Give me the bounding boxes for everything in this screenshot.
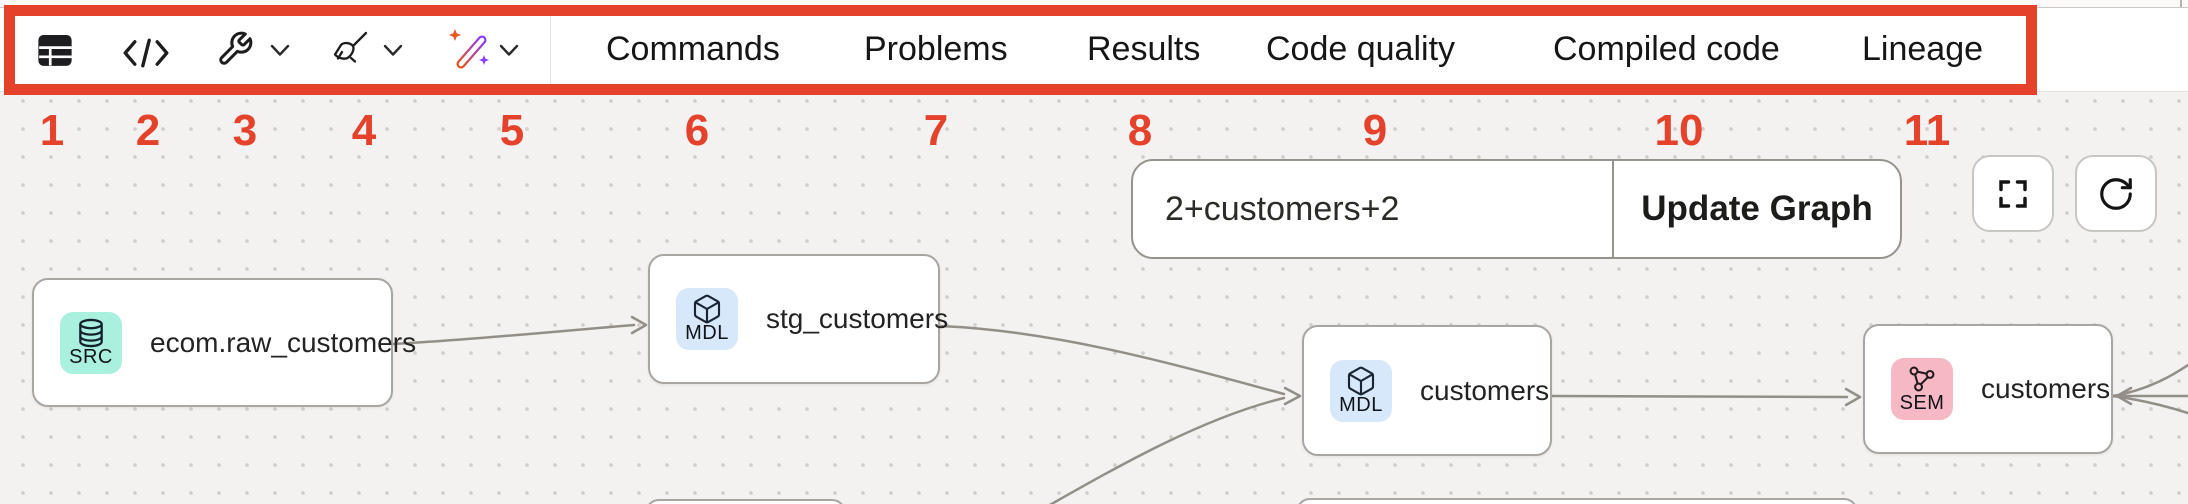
node-label: ecom.raw_customers xyxy=(150,326,417,358)
lineage-node-partial[interactable] xyxy=(1296,498,1858,504)
refresh-button[interactable] xyxy=(2075,155,2157,232)
network-icon xyxy=(1909,366,1935,392)
annotation-number: 10 xyxy=(1654,106,1704,155)
lineage-node-stg-customers[interactable]: MDL stg_customers xyxy=(648,254,948,384)
broom-icon[interactable] xyxy=(330,29,370,71)
node-type-badge: MDL xyxy=(1330,359,1392,422)
tab-compiled-code[interactable]: Compiled code xyxy=(1553,30,1780,68)
node-label: stg_customers xyxy=(766,303,949,334)
database-icon xyxy=(79,318,103,347)
fullscreen-button[interactable] xyxy=(1972,155,2054,232)
node-type-label: SRC xyxy=(69,345,113,368)
tab-lineage[interactable]: Lineage xyxy=(1862,30,1984,68)
tab-results[interactable]: Results xyxy=(1087,30,1201,68)
lineage-node-customers-semantic[interactable]: SEM customers xyxy=(1863,324,2113,454)
chevron-down-icon[interactable] xyxy=(498,43,520,58)
annotation-number: 8 xyxy=(1127,106,1153,155)
cube-icon xyxy=(1347,366,1375,395)
window-top-strip xyxy=(0,0,2188,8)
editor-toolbar: Commands Problems Results Code quality C… xyxy=(0,8,2188,92)
graph-filter-control: 2+customers+2 Update Graph xyxy=(1131,159,1902,259)
node-type-label: MDL xyxy=(685,322,729,344)
wrench-icon[interactable] xyxy=(216,30,254,68)
chevron-down-icon[interactable] xyxy=(382,43,404,58)
tab-code-quality[interactable]: Code quality xyxy=(1266,30,1456,68)
lineage-node-partial[interactable] xyxy=(645,499,846,504)
panel-divider xyxy=(2180,0,2182,7)
annotation-number: 6 xyxy=(684,106,710,155)
node-type-badge: SEM xyxy=(1891,358,1953,420)
update-graph-button[interactable]: Update Graph xyxy=(1641,189,1873,228)
lineage-node-source[interactable]: SRC ecom.raw_customers xyxy=(32,278,416,407)
magic-wand-icon[interactable] xyxy=(448,28,494,72)
annotation-number: 7 xyxy=(923,106,949,155)
annotation-number: 4 xyxy=(351,106,377,155)
lineage-node-customers-model[interactable]: MDL customers xyxy=(1302,325,1552,456)
node-label: customers xyxy=(1420,374,1550,406)
chevron-down-icon[interactable] xyxy=(269,43,291,58)
node-type-label: SEM xyxy=(1899,392,1945,414)
annotation-number: 3 xyxy=(232,106,258,155)
annotation-number: 2 xyxy=(135,106,161,155)
table-icon[interactable] xyxy=(36,30,74,70)
node-type-badge: SRC xyxy=(60,311,122,374)
fullscreen-icon xyxy=(1999,179,2027,208)
node-type-badge: MDL xyxy=(676,288,738,350)
tab-problems[interactable]: Problems xyxy=(864,30,1008,68)
cube-icon xyxy=(693,294,721,324)
annotation-number: 9 xyxy=(1362,106,1388,155)
refresh-icon xyxy=(2100,177,2132,210)
toolbar-divider xyxy=(550,14,551,84)
annotation-number: 11 xyxy=(1903,106,1951,155)
code-icon[interactable] xyxy=(122,37,170,69)
annotation-number: 5 xyxy=(499,106,525,155)
model-filter-input[interactable]: 2+customers+2 xyxy=(1133,161,1614,257)
node-type-label: MDL xyxy=(1339,393,1383,416)
node-label: customers xyxy=(1981,373,2111,404)
tab-commands[interactable]: Commands xyxy=(606,30,780,68)
annotation-number: 1 xyxy=(39,106,65,155)
